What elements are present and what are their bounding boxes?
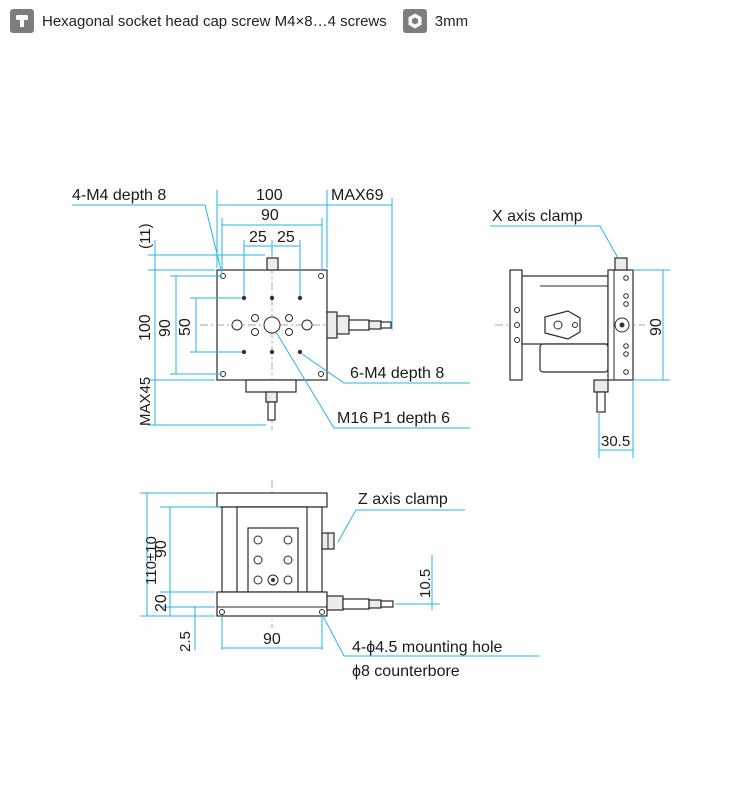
bottom-micrometer-body xyxy=(245,379,297,393)
dim-2-5: 2.5 xyxy=(177,631,194,652)
dim-side-90: 90 xyxy=(648,318,665,336)
dim-max69: MAX69 xyxy=(331,187,384,204)
dim-100-width: 100 xyxy=(256,187,283,204)
top-clamp-knob xyxy=(266,257,279,271)
top-view: 100 90 25 25 MAX69 4-M4 depth 8 6-M4 dep… xyxy=(72,187,470,430)
dim-90-width: 90 xyxy=(261,207,279,224)
hex-key-size-text: 3mm xyxy=(434,12,469,30)
label-m16-p1-depth-6: M16 P1 depth 6 xyxy=(337,410,450,427)
screw-spec-text: Hexagonal socket head cap screw M4×8…4 s… xyxy=(42,12,387,30)
front-base xyxy=(216,591,328,617)
label-x-axis-clamp: X axis clamp xyxy=(492,208,583,225)
front-view: 110±10 90 20 2.5 90 10.5 Z axis clamp 4-… xyxy=(140,480,540,680)
dim-90-height: 90 xyxy=(157,319,174,337)
dim-11: (11) xyxy=(137,223,154,249)
dim-front-90-horizontal: 90 xyxy=(263,631,281,648)
hex-key-icon xyxy=(402,9,427,33)
socket-head-screw-icon xyxy=(10,9,34,33)
dim-50: 50 xyxy=(177,318,194,336)
center-m16-hole xyxy=(263,316,281,334)
label-mounting-hole: 4-ϕ4.5 mounting hole xyxy=(352,639,502,656)
dim-25-left: 25 xyxy=(249,229,267,246)
label-counterbore: ϕ8 counterbore xyxy=(352,663,460,680)
label-4-m4-depth-8: 4-M4 depth 8 xyxy=(72,187,166,204)
label-z-axis-clamp: Z axis clamp xyxy=(358,491,448,508)
dim-110-pm-10: 110±10 xyxy=(143,536,160,585)
dim-front-90-vertical: 90 xyxy=(153,540,170,558)
side-view: X axis clamp 90 30.5 xyxy=(490,208,670,458)
dim-max45: MAX45 xyxy=(137,377,154,426)
dim-10-5: 10.5 xyxy=(417,569,434,598)
dim-20: 20 xyxy=(153,594,170,612)
right-micrometer-body xyxy=(326,311,338,339)
spec-header: Hexagonal socket head cap screw M4×8…4 s… xyxy=(10,8,468,34)
front-top-plate xyxy=(216,492,328,508)
dim-30-5: 30.5 xyxy=(601,433,630,450)
dim-25-right: 25 xyxy=(277,229,295,246)
dim-100-height: 100 xyxy=(137,314,154,341)
label-6-m4-depth-8: 6-M4 depth 8 xyxy=(350,365,444,382)
